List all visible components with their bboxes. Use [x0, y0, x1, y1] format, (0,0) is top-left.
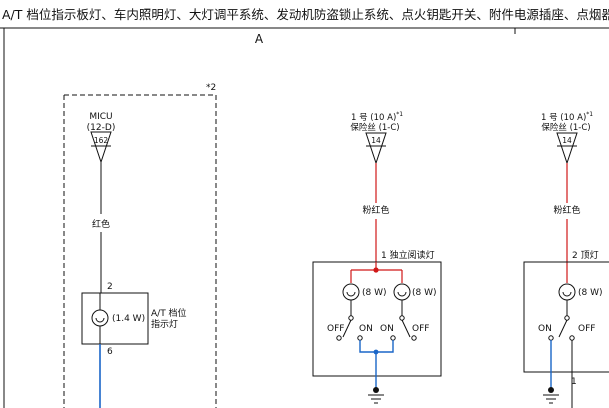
reading-lamp-right-bulb-icon	[393, 283, 411, 301]
at-indicator-bulb-icon	[91, 309, 109, 327]
section-label: A	[255, 32, 264, 46]
dome-pin-bottom: 1	[571, 377, 577, 387]
reading-lamp-left-bulb-icon	[342, 283, 360, 301]
right-fuse-terminal-number: 14	[562, 136, 572, 145]
right-fuse-line-2: 保险丝 (1-C)	[541, 122, 590, 133]
dome-switch-on-contact	[548, 335, 554, 341]
right-switch-off-contact	[411, 335, 417, 341]
red-junction-dot	[373, 267, 379, 273]
micu-pin-label: (12-D)	[87, 123, 116, 133]
dome-light-filament-icon	[562, 291, 572, 297]
reading-lamp-left-filament-icon	[346, 291, 356, 297]
dome-switch-blade	[558, 319, 568, 338]
reading-lamp-box	[312, 261, 442, 377]
right-switch-pivot	[399, 315, 405, 321]
at-indicator-name-2: 指示灯	[151, 318, 178, 330]
dome-switch-on-label: ON	[538, 324, 552, 334]
dome-light-watt: (8 W)	[578, 288, 603, 298]
note-marker: *2	[206, 83, 216, 93]
dome-light-label: 2 顶灯	[572, 250, 599, 261]
left-switch-blade	[342, 319, 352, 338]
left-wire-color-label: 红色	[92, 218, 110, 230]
reading-lamp-right-watt: (8 W)	[412, 288, 437, 298]
right-ground-icon	[543, 394, 559, 404]
left-switch-off-contact	[336, 335, 342, 341]
reading-lamp-blue-return	[359, 340, 394, 390]
left-switch-on-contact	[357, 335, 363, 341]
reading-lamp-left-watt: (8 W)	[362, 288, 387, 298]
dome-switch-pivot	[564, 315, 570, 321]
right-switch-blade	[401, 319, 411, 338]
dome-switch-off-label: OFF	[578, 324, 595, 334]
right-fuse-terminal-triangle	[556, 132, 578, 165]
right-switch-on-label: ON	[380, 324, 394, 334]
left-pin-bottom: 6	[107, 347, 113, 357]
mid-fuse-terminal-triangle	[365, 132, 387, 165]
right-ground-point	[548, 387, 554, 393]
right-wire-color-label: 粉红色	[553, 204, 580, 216]
page-title: A/T 档位指示板灯、车内照明灯、大灯调平系统、发动机防盗锁止系统、点火钥匙开关…	[2, 7, 609, 22]
micu-terminal-number: 162	[94, 136, 109, 145]
dome-light-box	[523, 261, 609, 373]
mid-fuse-line-1: 1 号 (10 A)*1	[351, 111, 403, 123]
blue-junction-dot	[373, 349, 379, 355]
right-switch-on-contact	[390, 335, 396, 341]
left-pin-top: 2	[107, 282, 113, 292]
mid-ground-icon	[368, 394, 384, 404]
mid-fuse-terminal-number: 14	[371, 136, 381, 145]
right-switch-off-label: OFF	[412, 324, 429, 334]
mid-ground-point	[373, 387, 379, 393]
left-switch-pivot	[348, 315, 354, 321]
reading-lamp-right-filament-icon	[397, 291, 407, 297]
at-indicator-watt: (1.4 W)	[112, 314, 145, 324]
reading-lamp-label: 1 独立阅读灯	[381, 249, 435, 261]
mid-wire-color-label: 粉红色	[362, 204, 389, 216]
mid-fuse-line-2: 保险丝 (1-C)	[350, 122, 399, 133]
right-fuse-line-1: 1 号 (10 A)*1	[541, 111, 593, 123]
left-switch-on-label: ON	[359, 324, 373, 334]
at-indicator-name-1: A/T 档位	[151, 307, 187, 319]
micu-label: MICU	[89, 112, 112, 122]
micu-terminal-triangle	[90, 131, 112, 164]
dome-switch-off-contact	[569, 335, 575, 341]
dome-light-bulb-icon	[558, 283, 576, 301]
left-switch-off-label: OFF	[327, 324, 344, 334]
dashed-option-box	[63, 94, 217, 408]
at-indicator-filament-icon	[95, 317, 105, 323]
